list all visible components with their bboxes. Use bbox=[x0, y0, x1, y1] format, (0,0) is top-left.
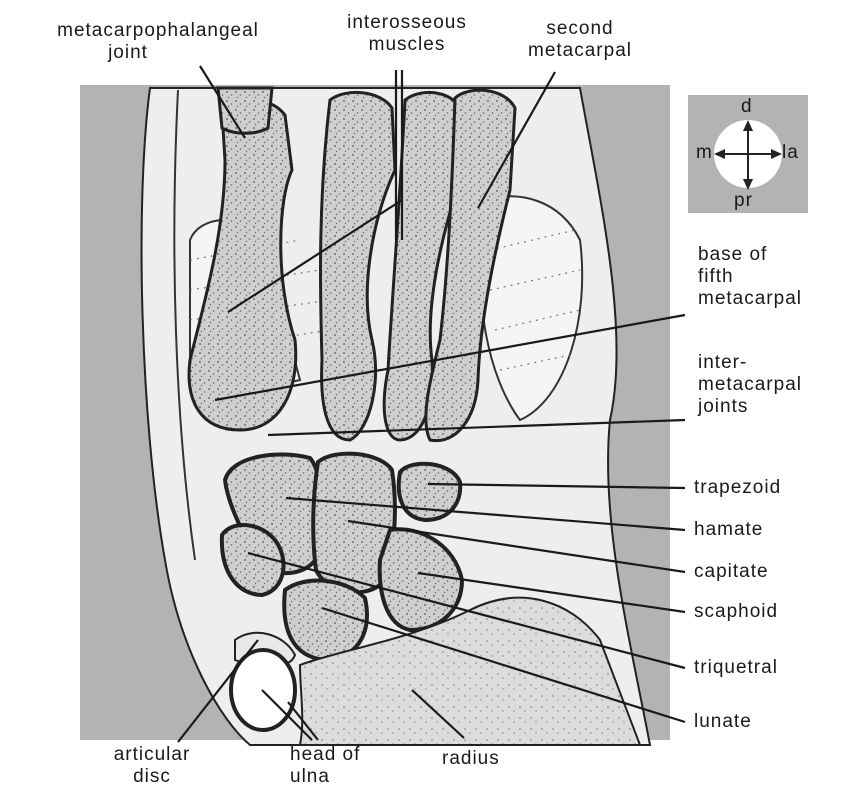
label-base-fifth-metacarpal: base of fifth metacarpal bbox=[698, 244, 802, 310]
label-interosseous-line2: muscles bbox=[322, 34, 492, 56]
label-intermc-line2: metacarpal bbox=[698, 374, 802, 396]
label-base-fifth-line1: base of bbox=[698, 244, 802, 266]
label-head-of-ulna: head of ulna bbox=[290, 744, 360, 788]
label-radius: radius bbox=[442, 748, 500, 770]
label-head-ulna-line2: ulna bbox=[290, 766, 360, 788]
label-second-mc-line1: second bbox=[500, 18, 660, 40]
label-intermc-line3: joints bbox=[698, 396, 802, 418]
label-trapezoid: trapezoid bbox=[694, 477, 781, 499]
label-articular-disc-line2: disc bbox=[92, 766, 212, 788]
label-second-mc-line2: metacarpal bbox=[500, 40, 660, 62]
label-articular-disc-line1: articular bbox=[92, 744, 212, 766]
compass-label-top: d bbox=[741, 96, 753, 118]
label-mcp-joint: metacarpophalangeal joint bbox=[8, 20, 308, 64]
metacarpal-bones bbox=[189, 88, 515, 441]
label-mcp-joint-line1: metacarpophalangeal bbox=[8, 20, 308, 42]
label-articular-disc: articular disc bbox=[92, 744, 212, 788]
label-intermetacarpal-joints: inter- metacarpal joints bbox=[698, 352, 802, 418]
label-intermc-line1: inter- bbox=[698, 352, 802, 374]
label-hamate: hamate bbox=[694, 519, 763, 541]
label-triquetral: triquetral bbox=[694, 657, 778, 679]
label-base-fifth-line3: metacarpal bbox=[698, 288, 802, 310]
label-scaphoid: scaphoid bbox=[694, 601, 778, 623]
label-head-ulna-line1: head of bbox=[290, 744, 360, 766]
label-lunate: lunate bbox=[694, 711, 752, 733]
label-interosseous-line1: interosseous bbox=[322, 12, 492, 34]
compass-label-right: la bbox=[782, 142, 799, 164]
label-second-metacarpal: second metacarpal bbox=[500, 18, 660, 62]
label-capitate: capitate bbox=[694, 561, 769, 583]
label-base-fifth-line2: fifth bbox=[698, 266, 802, 288]
compass-label-bottom: pr bbox=[734, 190, 753, 212]
proximal-phalanx-base bbox=[218, 88, 272, 133]
lunate-bone bbox=[284, 581, 367, 660]
compass-label-left: m bbox=[696, 142, 713, 164]
label-mcp-joint-line2: joint bbox=[0, 42, 308, 64]
label-interosseous: interosseous muscles bbox=[322, 12, 492, 56]
